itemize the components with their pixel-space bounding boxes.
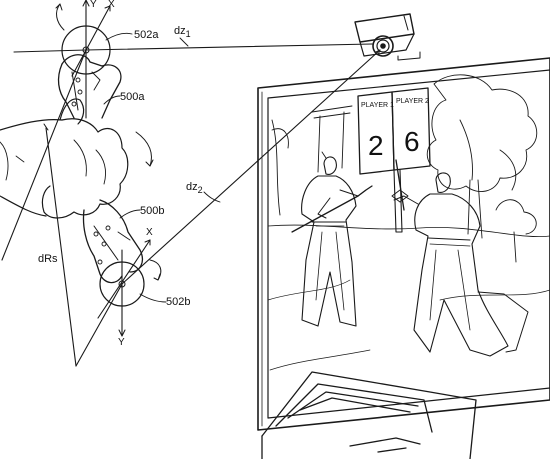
label-axis-y-top: Y bbox=[90, 0, 97, 10]
scoreboard-player2-label: PLAYER 2 bbox=[396, 98, 429, 105]
label-dz1-sub: 1 bbox=[185, 29, 191, 40]
label-dz2: dz2 bbox=[186, 182, 203, 195]
label-dz2-main: dz bbox=[186, 181, 198, 193]
background-scenery bbox=[267, 74, 550, 371]
scoreboard-player1-label: PLAYER 1 bbox=[361, 102, 394, 109]
leader-dz2 bbox=[203, 191, 221, 203]
leader-502b bbox=[139, 293, 167, 303]
distance-line-dz2 bbox=[121, 49, 381, 285]
label-500b: 500b bbox=[140, 205, 165, 217]
game-console bbox=[261, 371, 477, 459]
label-500a: 500a bbox=[120, 91, 145, 103]
line-502b-lower bbox=[75, 283, 123, 367]
hand bbox=[0, 98, 129, 219]
label-drs: dRs bbox=[38, 253, 58, 265]
television bbox=[257, 57, 550, 431]
leader-500a bbox=[103, 95, 121, 105]
separation-line bbox=[1, 49, 87, 261]
samurai-player-1 bbox=[291, 151, 373, 327]
distance-line-drs bbox=[45, 127, 77, 367]
scoreboard-player2-score: 6 bbox=[404, 126, 420, 157]
label-axis-y-bottom: Y bbox=[118, 337, 125, 348]
leader-500b bbox=[119, 209, 141, 219]
samurai-player-2 bbox=[391, 159, 529, 357]
label-dz1-main: dz bbox=[174, 25, 186, 37]
distance-line-dz1 bbox=[13, 43, 373, 53]
sphere-502a bbox=[55, 0, 154, 167]
label-dz2-sub: 2 bbox=[197, 185, 203, 196]
label-axis-x-top: X bbox=[108, 0, 115, 10]
leader-502a bbox=[105, 32, 133, 41]
leader-dz1 bbox=[179, 37, 189, 47]
label-502a: 502a bbox=[134, 29, 159, 41]
label-502b: 502b bbox=[166, 296, 191, 308]
label-dz1: dz1 bbox=[174, 26, 191, 39]
sphere-502b bbox=[97, 239, 162, 337]
camera bbox=[354, 13, 421, 61]
controller-500a bbox=[57, 54, 122, 119]
label-axis-x-bottom: X bbox=[146, 227, 153, 238]
scoreboard bbox=[357, 87, 431, 175]
scoreboard-player1-score: 2 bbox=[368, 130, 384, 161]
